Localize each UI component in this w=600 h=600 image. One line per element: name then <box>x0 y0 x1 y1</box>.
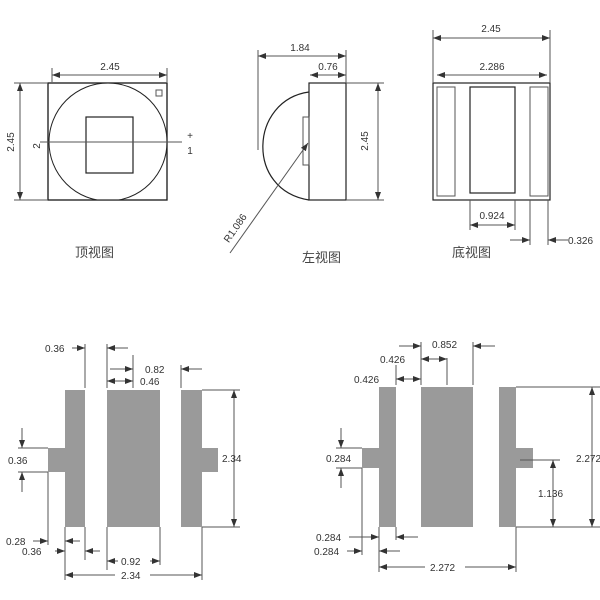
dim-pad-offset: 0.46 <box>140 377 160 388</box>
dim-pad-width: 0.284 <box>316 533 341 544</box>
dim-body: 0.76 <box>318 62 338 73</box>
pin-2-label: 2 <box>32 143 43 149</box>
dim-pitch: 0.82 <box>145 365 165 376</box>
dim-center-pad: 0.924 <box>479 211 504 222</box>
dim-half-height: 1.136 <box>538 489 563 500</box>
dim-pad-width: 0.36 <box>22 547 42 558</box>
dim-tab-height: 0.36 <box>8 456 28 467</box>
caption-bottom-view: 底视图 <box>452 245 491 261</box>
chip <box>85 116 134 174</box>
footprint-b: 0.852 0.426 0.426 0.284 2.272 1.136 0.28… <box>314 340 600 574</box>
dim-side-pad: 0.326 <box>568 236 593 247</box>
dim-gap-2: 0.426 <box>354 375 379 386</box>
dim-inner: 2.286 <box>479 62 504 73</box>
dim-center-width: 0.852 <box>432 340 457 351</box>
dim-tab-width: 0.28 <box>6 537 26 548</box>
lens-dome <box>262 91 310 201</box>
dim-outer: 2.45 <box>481 24 501 35</box>
footprint-a: 0.36 0.82 0.46 0.36 2.34 0.28 0.36 0.92 … <box>6 344 242 582</box>
dim-width: 2.34 <box>121 571 141 582</box>
top-view: 2.45 2.45 + 1 2 顶视图 <box>6 62 193 261</box>
dim-height: 2.34 <box>222 454 242 465</box>
dim-width: 2.272 <box>430 563 455 574</box>
dim-tab-height: 0.284 <box>326 454 351 465</box>
polarity-mark <box>155 89 163 97</box>
caption-left-view: 左视图 <box>302 251 341 266</box>
dim-gap-1: 0.426 <box>380 355 405 366</box>
bottom-view: 2.45 2.286 0.924 0.326 底视图 <box>432 24 593 261</box>
dim-tab-width: 0.284 <box>314 547 339 558</box>
dim-depth: 1.84 <box>290 43 310 54</box>
left-view: 1.84 0.76 2.45 R1.086 左视图 <box>222 43 384 266</box>
dim-height: 2.45 <box>360 131 371 151</box>
dim-width: 2.45 <box>100 62 120 73</box>
dim-gap: 0.36 <box>45 344 65 355</box>
pin-plus-label: + <box>187 131 193 142</box>
pin-1-label: 1 <box>187 146 193 157</box>
caption-top-view: 顶视图 <box>75 246 114 261</box>
dim-center-width: 0.92 <box>121 557 141 568</box>
dim-height: 2.45 <box>6 132 17 152</box>
dim-height: 2.272 <box>576 454 600 465</box>
dim-radius: R1.086 <box>222 212 250 245</box>
